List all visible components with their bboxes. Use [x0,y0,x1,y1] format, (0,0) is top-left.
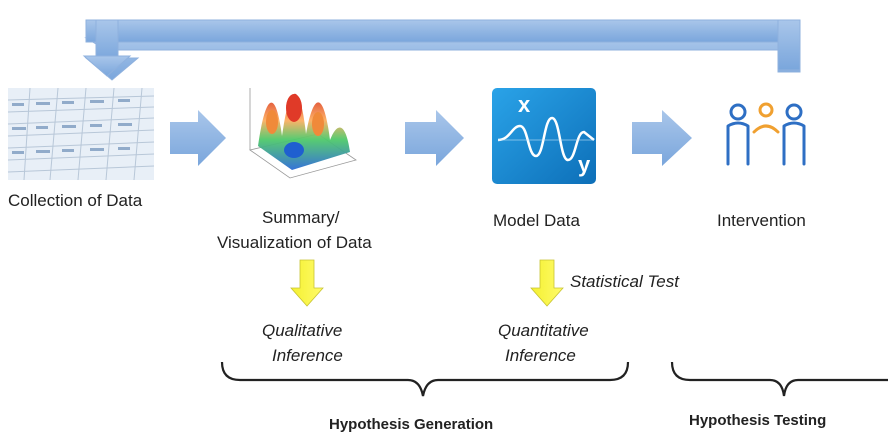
surface-plot-icon [249,88,357,179]
svg-text:y: y [578,152,591,177]
people-icon [726,102,806,166]
statistical-test-label: Statistical Test [570,272,679,291]
node-label-intervention: Intervention [717,211,806,230]
node-label-summary-line2: Visualization of Data [217,233,372,252]
group-label-generation: Hypothesis Generation [329,416,494,433]
quantitative-line2: Inference [505,346,576,365]
feedback-loop-right-leg [777,19,801,71]
svg-text:x: x [518,92,531,117]
flow-arrow-1 [170,110,226,166]
xy-wave-icon: x y [492,88,596,184]
flow-arrow-2 [405,110,464,166]
spreadsheet-icon [7,87,155,181]
node-label-summary-line1: Summary/ [262,208,340,227]
feedback-loop-head [82,55,132,77]
feedback-loop-arrow [84,37,801,81]
down-arrow-quantitative [530,259,564,307]
qualitative-line1: Qualitative [262,321,343,340]
down-arrow-qualitative [290,259,324,307]
node-label-model: Model Data [493,211,580,230]
feedback-loop-left-leg [95,19,119,61]
brace-hypothesis-testing [670,361,888,397]
quantitative-line1: Quantitative [498,321,589,340]
node-label-collection: Collection of Data [8,191,143,210]
feedback-loop-bar [85,19,801,43]
brace-hypothesis-generation [220,361,630,397]
qualitative-line2: Inference [272,346,343,365]
group-label-testing: Hypothesis Testing [689,412,827,429]
flow-arrow-3 [632,110,692,166]
